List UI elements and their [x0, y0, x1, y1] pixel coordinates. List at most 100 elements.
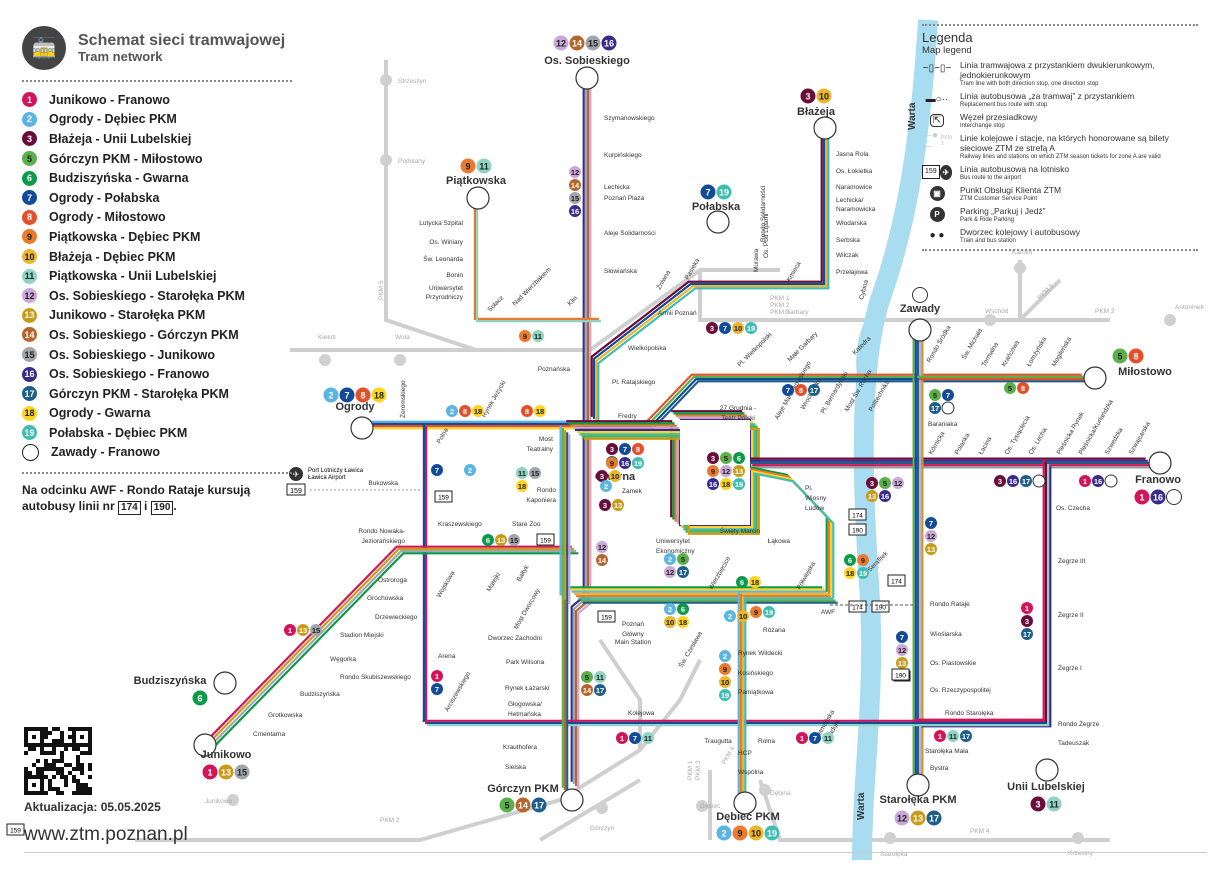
terminal-name[interactable]: Błażeja	[797, 106, 836, 118]
stop-label[interactable]: Ostroroga	[378, 577, 407, 584]
stop-label[interactable]: Rondo	[537, 487, 557, 494]
stop-label[interactable]: Rolna	[758, 738, 775, 745]
stop-label[interactable]: Wielkopolska	[628, 345, 667, 352]
stop-label[interactable]: Os. Tysiąclecia	[1004, 414, 1032, 456]
stop-label[interactable]: Wierzbięcice	[708, 555, 733, 591]
stop-label[interactable]: Wspólna	[738, 769, 764, 776]
stop-label[interactable]: Bonin	[446, 272, 463, 279]
terminal-name[interactable]: Starołęka PKM	[879, 794, 956, 806]
stop-label[interactable]: Klin	[566, 295, 579, 308]
stop-label[interactable]: Rynek Łazarski	[505, 685, 549, 692]
stop-label[interactable]: Teatr Polski	[721, 415, 755, 422]
stop-label[interactable]: Łąkowa	[768, 538, 791, 545]
stop-label[interactable]: Kmieca	[786, 260, 803, 283]
stop-label[interactable]: Traugutta	[704, 738, 732, 745]
stop-label[interactable]: Przełajowa	[836, 269, 868, 276]
stop-label[interactable]: Rynek Jeżycki	[481, 380, 508, 419]
stop-label[interactable]: Włodarska	[836, 220, 867, 227]
stop-label[interactable]: Arciszewskiego	[444, 670, 473, 713]
stop-label[interactable]: Termalna	[981, 341, 1001, 368]
stop-label[interactable]: Grotkowska	[268, 712, 303, 719]
stop-label[interactable]: Lechicka	[604, 184, 630, 191]
stop-label[interactable]: Słowiańska	[604, 268, 637, 275]
stop-label[interactable]: Św. Leonarda	[423, 254, 463, 263]
stop-label[interactable]: Naramowicka	[836, 206, 876, 213]
stop-label[interactable]: Hetmańska	[508, 711, 541, 718]
stop-label[interactable]: Starołęka Mała	[925, 748, 969, 755]
stop-label[interactable]: Poznańska	[538, 366, 571, 373]
website-link[interactable]: www.ztm.poznan.pl	[24, 824, 188, 845]
stop-label[interactable]: Małe Garbary	[786, 330, 819, 363]
stop-label[interactable]: Rondo Starołęka	[945, 710, 994, 717]
stop-label[interactable]: Krańcowa	[1001, 339, 1022, 368]
stop-label[interactable]: Ekonomiczny	[656, 548, 695, 555]
stop-label[interactable]: Głogowska/	[508, 701, 542, 708]
stop-label[interactable]: Budziszyńska	[300, 691, 340, 698]
stop-label[interactable]: Żegrze I	[1058, 663, 1082, 672]
stop-label[interactable]: Jeziorańskiego	[362, 538, 406, 545]
qr-code[interactable]	[24, 727, 92, 795]
stop-label[interactable]: Krauthofera	[503, 744, 537, 751]
stop-label[interactable]: Rynek Wildecki	[738, 650, 782, 657]
stop-label[interactable]: Poznań	[622, 621, 644, 628]
stop-label[interactable]: Żeromskiego	[398, 380, 407, 418]
terminal-name[interactable]: Ogrody	[335, 401, 375, 413]
stop-label[interactable]: Wojskowa	[436, 570, 457, 599]
stop-label[interactable]: HCP	[738, 750, 752, 757]
stop-label[interactable]: Główny	[622, 631, 644, 638]
stop-label[interactable]: Kolejowa	[628, 710, 655, 717]
stop-label[interactable]: Stare Zoo	[512, 521, 541, 528]
stop-label[interactable]: Węgorka	[330, 656, 356, 663]
stop-label[interactable]: Matejki	[486, 572, 502, 593]
stop-label[interactable]: Wiosny	[805, 495, 827, 502]
terminal-name[interactable]: Piątkowska	[446, 175, 507, 187]
stop-label[interactable]: Teatralny	[527, 446, 554, 453]
stop-label[interactable]: Szwajcarska	[1128, 421, 1152, 456]
stop-label[interactable]: Os. Winiary	[429, 239, 463, 246]
stop-label[interactable]: Stadion Miejski	[340, 632, 384, 639]
stop-label[interactable]: Nad Wierzbakiem	[511, 266, 552, 307]
stop-label[interactable]: Uniwersytet	[656, 538, 690, 545]
stop-label[interactable]: Kaponiera	[526, 497, 556, 504]
stop-label[interactable]: Main Station	[615, 639, 652, 646]
stop-label[interactable]: Grochowska	[367, 595, 404, 602]
stop-label[interactable]: Sielska	[505, 764, 526, 771]
stop-label[interactable]: Rondo Rataje	[930, 601, 970, 608]
stop-label[interactable]: Rondo Żegrze	[1058, 719, 1100, 728]
stop-label[interactable]: Ludów	[805, 505, 824, 512]
stop-label[interactable]: Pl. Wielkopolski	[736, 331, 773, 368]
stop-label[interactable]: AWF	[821, 609, 835, 616]
stop-label[interactable]: Zamek	[622, 488, 643, 495]
terminal-name[interactable]: Unii Lubelskiej	[1007, 781, 1085, 793]
stop-label[interactable]: Baraniaka	[928, 421, 958, 428]
stop-label[interactable]: Różana	[763, 627, 786, 634]
stop-label[interactable]: Bystra	[930, 765, 949, 772]
stop-label[interactable]: Mogileńska	[1051, 336, 1074, 368]
stop-label[interactable]: Lutycka Szpital	[419, 220, 463, 227]
stop-label[interactable]: Tadeuszak	[1058, 740, 1090, 747]
terminal-name[interactable]: Budziszyńska	[134, 675, 208, 687]
stop-label[interactable]: Bukowska	[368, 480, 398, 487]
stop-label[interactable]: Pl. Ratajskiego	[612, 379, 656, 386]
stop-label[interactable]: Łomżyńska	[1026, 336, 1049, 368]
stop-label[interactable]: Os. Piastowskie	[930, 660, 977, 667]
stop-label[interactable]: Święty Marcin	[720, 526, 761, 535]
stop-label[interactable]: Fredry	[618, 413, 638, 420]
stop-label[interactable]: Wioślarska	[930, 631, 962, 638]
stop-label[interactable]: Kurpińskiego	[604, 152, 642, 159]
terminal-name[interactable]: Miłostowo	[1118, 366, 1172, 378]
airport-marker[interactable]: ✈ Port Lotniczy Ławica Ławica Airport 15…	[286, 467, 420, 496]
stop-label[interactable]: Kosińskiego	[738, 670, 773, 677]
